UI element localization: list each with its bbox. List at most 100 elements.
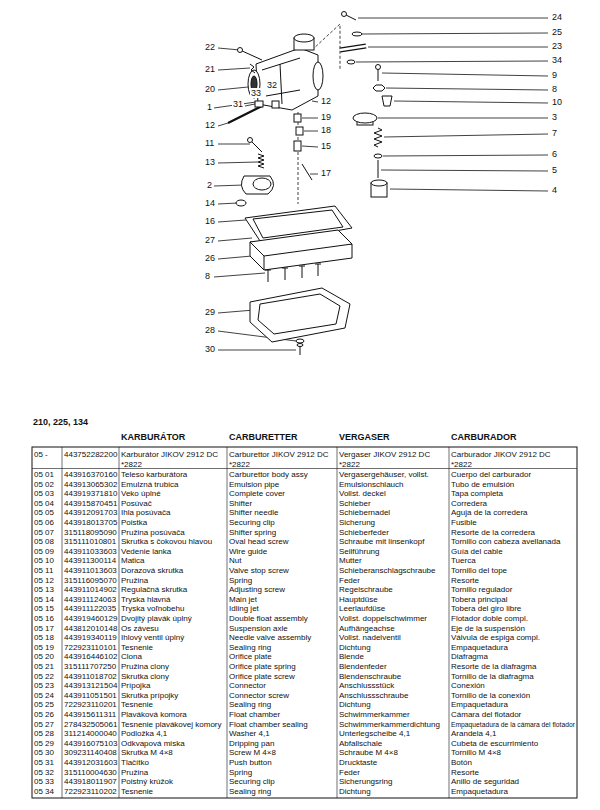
callout-number: 24 [551,12,563,22]
table-cell: 443919460129 [64,614,117,624]
table-cell: 722923110101 [64,643,117,653]
table-cell: Veko úplné [121,489,161,499]
table-cell: Empaquetadura [451,787,508,797]
table-cell: 315116095070 [64,576,117,586]
table-cell: Orifice plate spring [229,662,296,672]
table-cell: 05 03 [34,489,54,499]
table-cell: *2822 [229,460,250,470]
table-cell: Teleso karburátora [121,470,187,480]
table-cell: Dichtung [339,787,371,797]
float-chamber [245,206,352,282]
table-cell: Clona [121,652,142,662]
table-cell: 05 06 [34,518,54,528]
table-cell: Tuerca [451,556,476,566]
table-cell: 05 01 [34,470,54,480]
table-cell: 05 22 [34,672,54,682]
table-cell: Push button [229,758,272,768]
table-cell: 05 31 [34,758,54,768]
table-cell: 722923110201 [64,700,117,710]
callout-number: 33 [250,88,262,98]
table-cell: 05 27 [34,720,54,730]
table-cell: Valve stop screw [229,566,289,576]
table-cell: Botón [451,758,472,768]
table-cell: Sealing ring [229,787,271,797]
table-cell: Tryska hlavná [121,595,171,605]
callout-number: 10 [551,97,563,107]
table-cell: Emulsion pipe [229,480,279,490]
table-cell: Dorazová skrutka [121,566,183,576]
table-cell: 05 14 [34,595,54,605]
table-cell: 315111010801 [64,537,116,547]
table-cell: Sicherungsring [339,777,392,787]
table-cell: Needle valve assembly [229,633,311,643]
table-cell: Schraube M 4×8 [339,748,398,758]
table-cell: 05 13 [34,585,54,595]
callout-number: 22 [204,42,216,52]
table-cell: Shifter [229,499,252,509]
table-cell: Flotador doble compl. [451,614,528,624]
table-cell: Pružina [121,576,148,586]
callout-number: 12 [320,96,332,106]
table-cell: Diafragma [451,652,488,662]
table-cell: Tubo de emulsión [451,480,514,490]
table-cell: 315110004630 [64,768,117,778]
callout-number: 9 [551,70,558,80]
table-cell: 443911122035 [64,604,116,614]
table-cell: Nut [229,556,241,566]
table-cell: Suspension axle [229,624,288,634]
table-cell: 05 09 [34,547,54,557]
table-cell: Karburátor JIKOV 2912 DC [121,450,218,460]
table-cell: 443913065302 [64,480,117,490]
column-header: CARBURETTER [229,432,298,442]
column-header: VERGASER [339,432,390,442]
callout-number: 20 [204,84,216,94]
callout-number: 32 [266,80,278,90]
callout-number: 8 [204,271,211,281]
table-title: 210, 225, 134 [33,417,88,427]
table-cell: Float chamber sealing [229,720,308,730]
table-cell: Spring [229,768,252,778]
table-cell: Orifice plate screw [229,672,295,682]
table-cell: 05 05 [34,508,54,518]
callout-number: 19 [320,112,332,122]
table-cell: 05 12 [34,576,54,586]
small-parts [236,48,312,207]
callout-number: 21 [204,64,216,74]
table-cell: Emulsionschlauch [339,480,403,490]
callout-number: 18 [320,125,332,135]
table-cell: Blendenfeder [339,662,387,672]
table-cell: *2822 [121,460,142,470]
table-cell: 443911014902 [64,585,117,595]
table-cell: 443916370160 [64,470,117,480]
callout-number: 6 [551,149,558,159]
table-cell: Podložka 4,1 [121,729,167,739]
table-cell: 443919340119 [64,633,117,643]
table-cell: Feder [339,576,360,586]
table-cell: 443919371810 [64,489,117,499]
table-cell: Drucktaste [339,758,377,768]
table-cell: 05 16 [34,614,54,624]
table-cell: Schieber [339,499,371,509]
table-cell: Leerlaufdüse [339,604,385,614]
table-cell: Pružina clony [121,662,169,672]
table-cell: Schwimmerkammer [339,710,410,720]
table-cell: Orifice plate [229,652,272,662]
table-cell: Oval head screw [229,537,289,547]
table-cell: 309231140408 [64,748,117,758]
table-cell: 443918011907 [64,777,117,787]
table-cell: Carburettor body assy [229,470,308,480]
table-cell: Corredera [451,499,487,509]
table-cell: Empaquetadura de la cámara del flotador [451,720,575,730]
table-cell: 315111707250 [64,662,116,672]
table-cell: Tobera principal [451,595,507,605]
table-cell: Skrutka clony [121,672,169,682]
table-cell: 05 07 [34,528,54,538]
table-cell: 443911300114 [64,556,116,566]
callout-number: 31 [232,99,244,109]
table-cell: 443911018702 [64,672,117,682]
cover-parts [340,12,392,198]
table-cell: 05 17 [34,624,54,634]
table-cell: Tlačítko [121,758,149,768]
table-cell: 05 32 [34,768,54,778]
table-cell: Vergaser JIKOV 2912 DC [339,450,430,460]
